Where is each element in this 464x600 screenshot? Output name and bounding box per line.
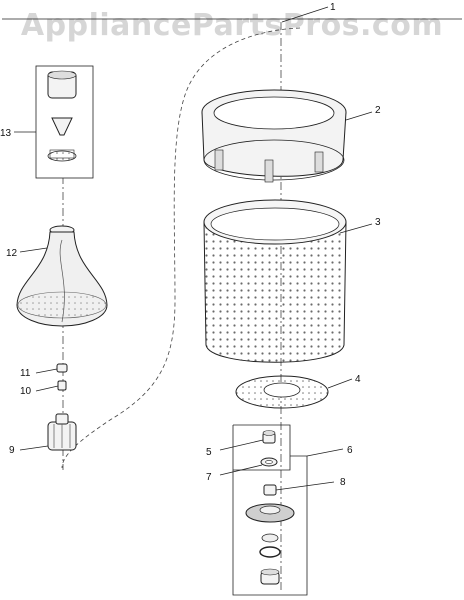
part-5-nut: [219, 430, 276, 451]
callout-6: 6: [347, 445, 353, 456]
callout-7: 7: [206, 472, 212, 483]
callout-9: 9: [9, 445, 15, 456]
callout-10: 10: [20, 386, 32, 397]
callout-1: 1: [330, 2, 336, 13]
callout-2: 2: [375, 105, 381, 116]
part-10-bolt: [35, 380, 67, 392]
part-2-balance-ring: [201, 89, 373, 183]
part-13-fabric-softener-kit: [14, 65, 94, 179]
part-7-washer: [219, 457, 278, 476]
site-watermark: AppliancePartsPros.com: [20, 8, 444, 43]
callout-5: 5: [206, 447, 212, 458]
part-9-coupling: [19, 413, 77, 451]
dashed-hose-path: [61, 27, 301, 469]
callout-8: 8: [340, 477, 346, 488]
callout-12: 12: [6, 248, 18, 259]
part-11-cap: [35, 363, 68, 374]
part-8-drive-assembly: [245, 481, 335, 585]
part-4-drive-hub: [235, 375, 353, 409]
callout-13: 13: [0, 128, 12, 139]
callout-11: 11: [20, 368, 31, 379]
callout-4: 4: [355, 374, 361, 385]
part-1-hose: [281, 6, 329, 23]
part-3-spin-basket: [203, 199, 373, 363]
part-6-bracket: [232, 448, 344, 596]
part-12-agitator: [16, 225, 108, 327]
callout-3: 3: [375, 217, 381, 228]
part-5-7-bracket: [232, 424, 291, 471]
